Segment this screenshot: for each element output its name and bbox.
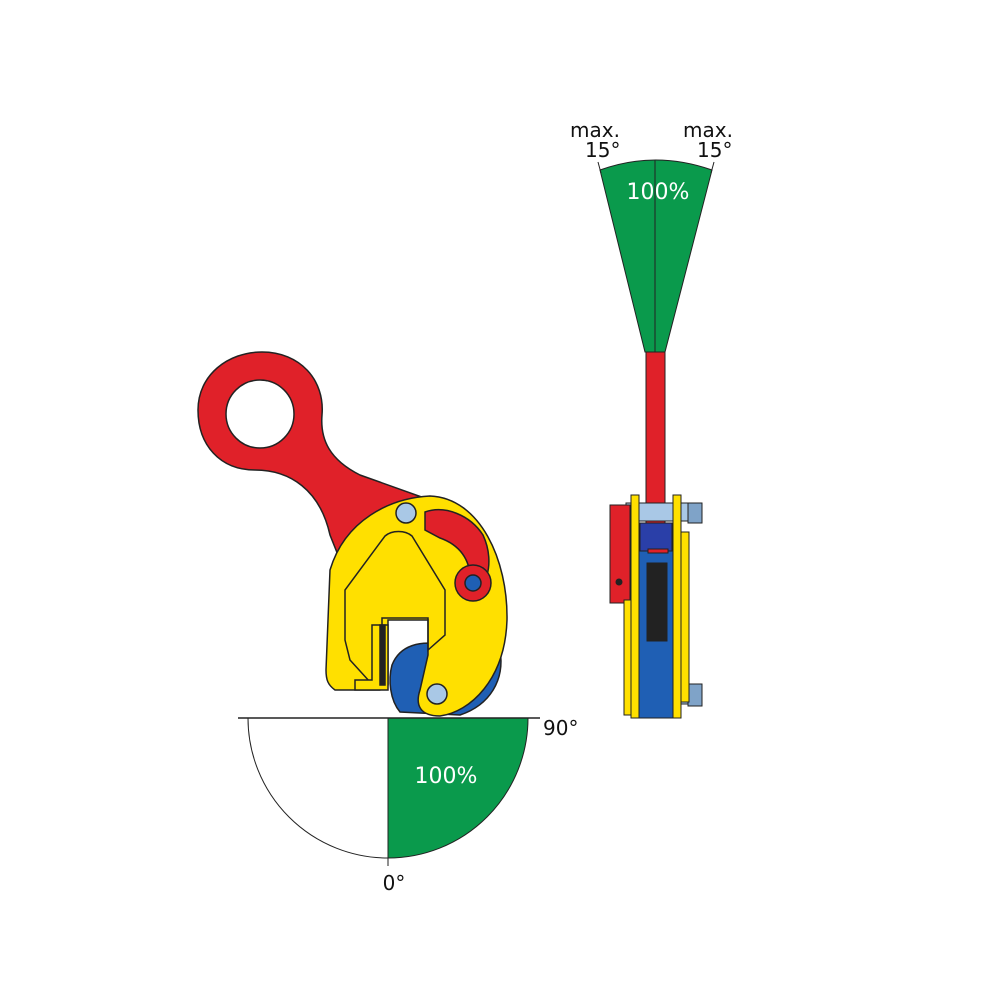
side-lever <box>609 504 631 604</box>
eye-hole <box>225 379 295 449</box>
bottom-pin-icon <box>426 683 448 705</box>
front-capacity-label: 100% <box>415 764 478 789</box>
side-lifting-bar <box>645 351 666 528</box>
side-nut-bottom <box>687 683 703 707</box>
left-limit-tick <box>597 161 602 174</box>
release-lever <box>424 509 490 579</box>
angle-sector-unused <box>247 717 389 859</box>
side-blue-top <box>639 522 673 552</box>
side-angle-fan: 100% max. 15° max. 15° <box>570 118 733 353</box>
left-angle-label: 15° <box>585 138 620 162</box>
side-red-indicator <box>647 548 669 554</box>
right-angle-label: 15° <box>697 138 732 162</box>
side-lever-pin <box>615 578 623 586</box>
side-plate-right <box>672 494 682 719</box>
angle-0-label: 0° <box>383 871 406 895</box>
side-capacity-label: 100% <box>627 180 690 205</box>
side-view-clamp <box>609 351 703 719</box>
side-nut-top <box>687 502 703 524</box>
front-angle-chart: 100% 90° 0° <box>238 716 578 895</box>
side-plate-right-outer <box>680 531 690 703</box>
jaw-pad <box>379 624 386 686</box>
angle-90-label: 90° <box>543 716 578 740</box>
front-view-clamp <box>197 351 508 717</box>
side-grip-pad <box>646 562 668 642</box>
lever-pin-icon <box>464 574 482 592</box>
side-plate-left <box>630 494 640 719</box>
right-limit-tick <box>710 161 715 174</box>
angle-sector-100 <box>387 717 529 859</box>
right-max-label: max. <box>683 118 733 142</box>
angle-fan-100 <box>599 159 713 353</box>
left-max-label: max. <box>570 118 620 142</box>
top-pin-icon <box>395 502 417 524</box>
